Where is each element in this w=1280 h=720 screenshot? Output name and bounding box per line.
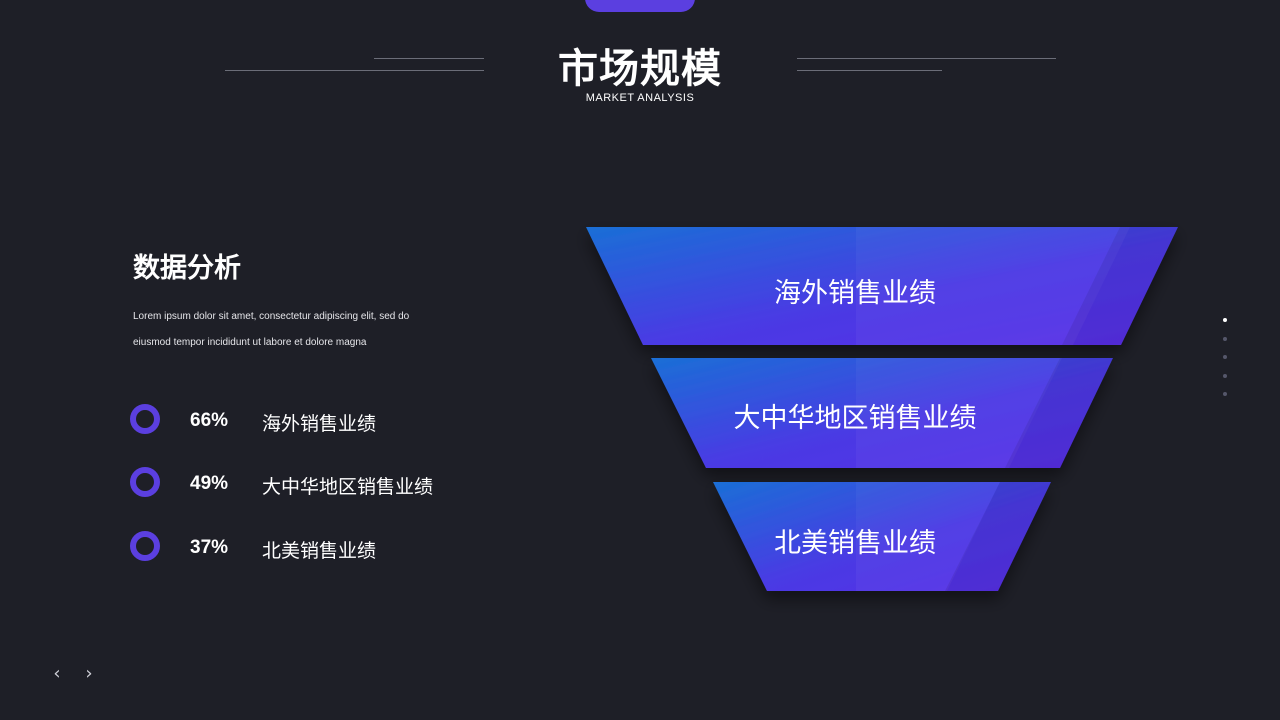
chevron-right-icon[interactable]: › <box>85 663 93 684</box>
title-rule-left-top <box>374 58 484 59</box>
page-subtitle: MARKET ANALYSIS <box>585 92 695 104</box>
funnel-level-3-sheen <box>945 482 1051 591</box>
ring-icon <box>130 531 160 561</box>
stat-value: 37% <box>190 537 229 558</box>
stat-value: 66% <box>190 410 229 431</box>
description-line: eiusmod tempor incididunt ut labore et d… <box>133 337 367 348</box>
funnel-label: 海外销售业绩 <box>774 278 936 309</box>
stat-label: 大中华地区销售业绩 <box>262 476 434 498</box>
title-rule-left-bottom <box>225 70 484 71</box>
funnel-level-1-sheen <box>1062 227 1178 345</box>
stat-item: 66% 海外销售业绩 <box>130 404 490 436</box>
page-dot[interactable] <box>1223 373 1227 378</box>
title-rule-right-bottom <box>797 70 942 71</box>
stat-value: 49% <box>190 473 229 494</box>
page-dot[interactable] <box>1223 318 1227 322</box>
top-accent-tab <box>585 0 695 12</box>
funnel-level-2-sheen <box>1005 358 1113 468</box>
stat-item: 49% 大中华地区销售业绩 <box>130 467 490 499</box>
ring-icon <box>130 404 160 434</box>
stat-label: 北美销售业绩 <box>262 540 377 562</box>
funnel-level-1-shade <box>856 227 1130 345</box>
stat-label: 海外销售业绩 <box>262 413 377 435</box>
page-indicator <box>1222 318 1228 411</box>
chevron-left-icon[interactable]: ‹ <box>53 663 61 684</box>
stat-item: 37% 北美销售业绩 <box>130 531 490 563</box>
title-rule-right-top <box>797 58 1056 59</box>
funnel-label: 大中华地区销售业绩 <box>733 403 977 434</box>
funnel-label: 北美销售业绩 <box>774 528 936 559</box>
page-title: 市场规模 <box>558 46 722 92</box>
page-dot[interactable] <box>1223 336 1227 341</box>
ring-icon <box>130 467 160 497</box>
funnel-level-2-shade <box>856 358 1062 468</box>
section-heading: 数据分析 <box>133 253 241 284</box>
funnel-level-3-shade <box>856 482 1000 591</box>
section-description: Lorem ipsum dolor sit amet, consectetur … <box>133 304 453 356</box>
description-line: Lorem ipsum dolor sit amet, consectetur … <box>133 311 410 322</box>
page-dot[interactable] <box>1223 355 1227 359</box>
page-dot[interactable] <box>1223 392 1227 396</box>
